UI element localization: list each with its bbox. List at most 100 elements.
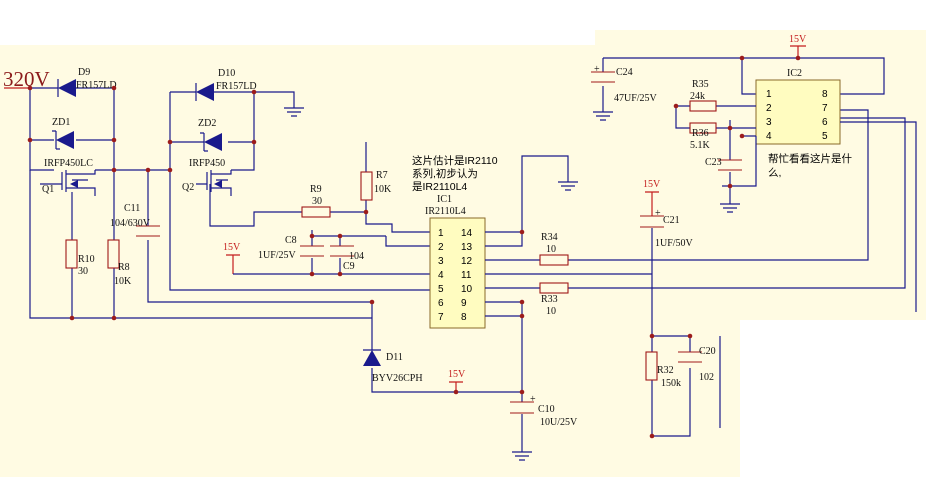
- svg-text:+: +: [530, 394, 536, 405]
- q1-value: IRFP450LC: [44, 158, 93, 169]
- ic2-body: [755, 79, 841, 145]
- c8-ref: C8: [285, 235, 297, 246]
- r36-ref: R36: [692, 128, 709, 139]
- svg-text:+: +: [655, 208, 661, 219]
- ic2-note-line: 么,: [768, 167, 781, 179]
- resistor-r7: [360, 171, 373, 201]
- zd2-ref: ZD2: [198, 118, 216, 129]
- r33-ref: R33: [541, 294, 558, 305]
- sheet-background-lower: [620, 320, 740, 477]
- midpoint-wires: [114, 169, 372, 303]
- ic1-pin-numbers: 1 2 3 4 5 6 7 14 13 12 11 10 9 8: [438, 228, 473, 323]
- d11-value: BYV26CPH: [372, 373, 423, 384]
- r10-ref: R10: [78, 254, 95, 265]
- resistor-r34: [539, 254, 569, 266]
- ic1-annotation: 这片估计是IR2110 系列,初步认为 是IR2110L4: [412, 154, 498, 193]
- ic2-pin-right: 6: [822, 117, 828, 128]
- r33-value: 10: [546, 306, 556, 317]
- c21-ref: C21: [663, 215, 680, 226]
- diode-d11: [363, 349, 381, 366]
- resistor-r32: [645, 351, 658, 381]
- q2-value: IRFP450: [189, 158, 225, 169]
- ic1-pin-left: 1: [438, 228, 444, 239]
- junction-dots: [27, 55, 801, 439]
- supply-15v-left-symbol: [226, 254, 240, 274]
- ground-ic1: [558, 181, 578, 191]
- ic2-ref: IC2: [787, 68, 802, 79]
- r34-value: 10: [546, 244, 556, 255]
- ic1-pin-right: 9: [461, 298, 467, 309]
- resistor-r35: [689, 100, 717, 112]
- c10-ref: C10: [538, 404, 555, 415]
- resistor-r36: [689, 122, 717, 134]
- r7-ref: R7: [376, 170, 388, 181]
- resistor-r33: [539, 282, 569, 294]
- ic2-pin-left: 4: [766, 131, 772, 142]
- c8-value: 1UF/25V: [258, 250, 297, 261]
- r8-ref: R8: [118, 262, 130, 273]
- ic2-pin-right: 5: [822, 131, 828, 142]
- r7-value: 10K: [374, 184, 392, 195]
- c24-ref: C24: [616, 67, 633, 78]
- ground-bottom: [512, 444, 532, 461]
- ic2-pin-left: 2: [766, 103, 772, 114]
- ic1-pin-left: 5: [438, 284, 444, 295]
- ic2-pin-right: 7: [822, 103, 828, 114]
- gate-wires: [209, 142, 430, 233]
- c20-value: 102: [699, 372, 714, 383]
- supply-15v-mid: 15V: [448, 369, 466, 380]
- svg-text:+: +: [594, 64, 600, 75]
- ic1-pin-left: 6: [438, 298, 444, 309]
- r32-value: 150k: [661, 378, 681, 389]
- ic1-body: [429, 217, 486, 329]
- r10-value: 30: [78, 266, 88, 277]
- d11-wires: [371, 302, 522, 393]
- c23-ref: C23: [705, 157, 722, 168]
- ic1-pin-right: 11: [461, 270, 472, 281]
- capacitor-c8: [300, 245, 324, 257]
- ground-c24: [593, 111, 613, 121]
- ic1-note-line: 是IR2110L4: [412, 181, 467, 193]
- ic1-pin-left: 4: [438, 270, 444, 281]
- ic1-pin-right: 12: [461, 256, 473, 267]
- r8-value: 10K: [114, 276, 132, 287]
- d10-ref: D10: [218, 68, 235, 79]
- capacitor-c21: +: [640, 208, 664, 228]
- d9-value: FR157LD: [76, 80, 117, 91]
- supply-15v-left: 15V: [223, 242, 241, 253]
- sheet-background-right: [595, 30, 926, 320]
- capacitor-c9: [330, 245, 354, 257]
- ic1-pin-left: 2: [438, 242, 444, 253]
- voltage-label: 320V: [3, 67, 50, 91]
- capacitor-c23: [718, 159, 742, 171]
- ic2-pin-left: 3: [766, 117, 772, 128]
- c21-branch-wires: [651, 228, 721, 437]
- ic1-pin-right: 8: [461, 312, 467, 323]
- d11-ref: D11: [386, 352, 403, 363]
- supply-15v-c21-symbol: [645, 191, 659, 216]
- ic1-pin-right: 13: [461, 242, 473, 253]
- r32-ref: R32: [657, 365, 674, 376]
- r35-ref: R35: [692, 79, 709, 90]
- q2-ref: Q2: [182, 182, 194, 193]
- capacitor-c10: +: [510, 394, 536, 414]
- ic1-value: IR2110L4: [425, 206, 466, 217]
- c20-ref: C20: [699, 346, 716, 357]
- d9-ref: D9: [78, 67, 90, 78]
- resistor-r8: [107, 239, 120, 269]
- ic2-pin-left: 1: [766, 89, 772, 100]
- c10-value: 10U/25V: [540, 417, 578, 428]
- zener-zd2: [200, 132, 222, 152]
- resistor-r9: [301, 206, 331, 218]
- low-left-wires: [29, 170, 372, 319]
- mosfet-q2: [196, 170, 232, 196]
- supply-15v-ic2: 15V: [789, 34, 807, 45]
- mosfet-q1: [40, 170, 96, 196]
- c24-value: 47UF/25V: [614, 93, 658, 104]
- diode-d9: [57, 79, 80, 97]
- ic1-pin-left: 3: [438, 256, 444, 267]
- capacitor-c20: [678, 351, 702, 363]
- q2-wires: [169, 91, 430, 291]
- r9-ref: R9: [310, 184, 322, 195]
- r34-ref: R34: [541, 232, 558, 243]
